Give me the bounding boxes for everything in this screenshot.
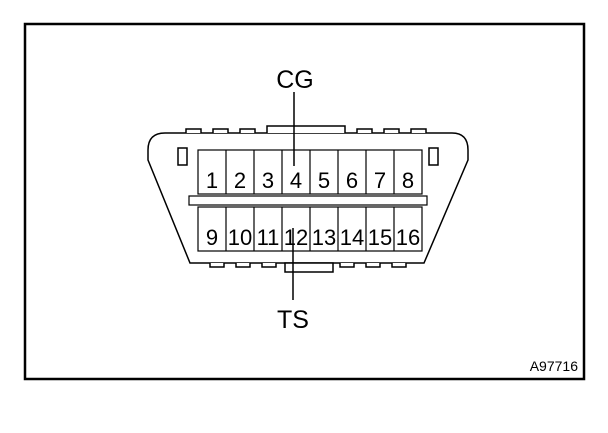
pin-11-label: 11 bbox=[257, 225, 280, 250]
pin-12-label: 12 bbox=[284, 225, 308, 250]
pin-10-label: 10 bbox=[228, 225, 252, 250]
cg-label: CG bbox=[276, 66, 314, 94]
bottom-pin-row-frame bbox=[197, 206, 423, 252]
ts-label: TS bbox=[277, 306, 309, 334]
pin-16-label: 16 bbox=[396, 225, 420, 250]
pin-14-label: 14 bbox=[340, 225, 364, 250]
top-pin-row-frame bbox=[197, 149, 423, 195]
row-separator-bar bbox=[188, 195, 428, 206]
figure-code: A97716 bbox=[530, 358, 578, 374]
pin-2-label: 2 bbox=[234, 168, 246, 193]
top-teeth bbox=[185, 125, 427, 133]
bottom-key-tab bbox=[284, 262, 334, 273]
bottom-teeth bbox=[209, 263, 407, 268]
pin-7-label: 7 bbox=[374, 168, 386, 193]
pin-8-label: 8 bbox=[402, 168, 414, 193]
pin-5-label: 5 bbox=[318, 168, 330, 193]
bottom-pin-numbers: 9 10 11 12 13 14 15 16 bbox=[206, 225, 420, 250]
pin-1-label: 1 bbox=[206, 168, 218, 193]
pin-9-label: 9 bbox=[206, 225, 218, 250]
top-pin-numbers: 1 2 3 4 5 6 7 8 bbox=[206, 168, 414, 193]
pin-4-label: 4 bbox=[290, 168, 302, 193]
pin-15-label: 15 bbox=[368, 225, 392, 250]
pin-3-label: 3 bbox=[262, 168, 274, 193]
pin-6-label: 6 bbox=[346, 168, 358, 193]
right-latch-slot bbox=[428, 147, 439, 166]
left-latch-slot bbox=[177, 147, 188, 166]
pin-13-label: 13 bbox=[312, 225, 336, 250]
